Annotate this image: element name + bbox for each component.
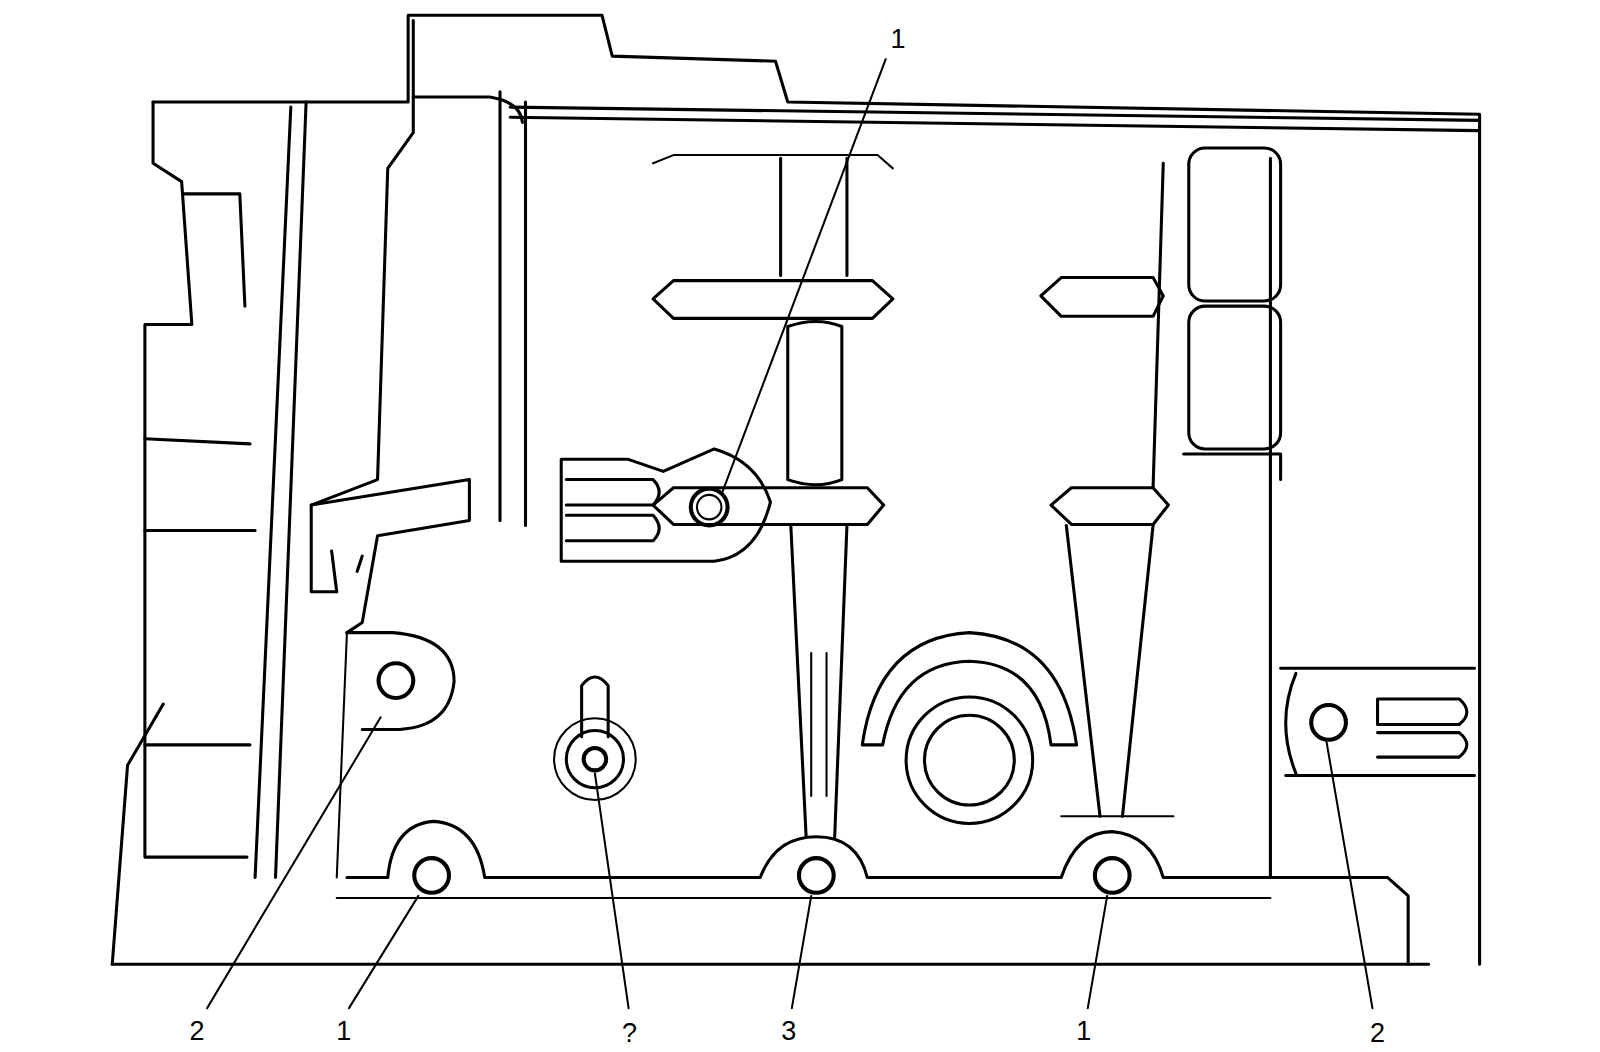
- callout-number: 1: [1073, 1016, 1094, 1045]
- callout-number: 2: [186, 1016, 207, 1045]
- callout-number: ?: [619, 1018, 640, 1047]
- callout-number: 1: [333, 1016, 354, 1045]
- callout-number: 1: [887, 24, 908, 53]
- callout-number: 2: [1367, 1019, 1388, 1048]
- leader-lines: [207, 59, 1372, 1008]
- callout-number: 3: [778, 1016, 799, 1045]
